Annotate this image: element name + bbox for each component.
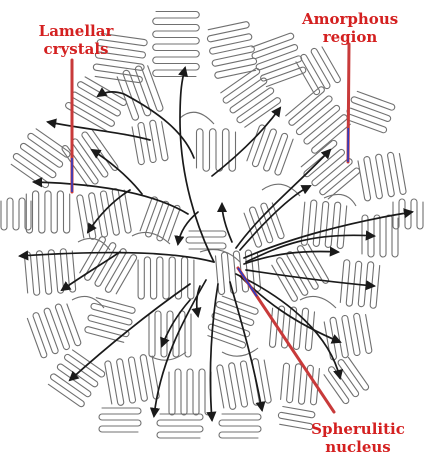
radial-growth-branches <box>20 68 412 420</box>
lamella-fold <box>105 355 159 406</box>
lamella-fold <box>197 129 236 172</box>
growth-branch-arrow <box>222 204 232 242</box>
lamellar-label-line2: crystals <box>34 40 118 58</box>
lamella-fold <box>247 125 293 175</box>
lamella-fold <box>11 129 70 188</box>
lamella-fold <box>77 189 131 240</box>
growth-branch-arrow <box>62 252 120 290</box>
lamella-fold <box>301 200 346 248</box>
lamella-fold <box>153 12 200 77</box>
growth-branch-arrow <box>240 276 340 342</box>
lamella-fold <box>169 369 211 415</box>
growth-branch-arrow <box>48 122 150 140</box>
lamella-fold <box>140 197 180 241</box>
lamella-fold <box>85 298 135 343</box>
lamella-fold <box>286 87 351 153</box>
amorphous-chain <box>300 296 336 308</box>
lamellar-crystals-label: Lamellar crystals <box>34 22 118 58</box>
lamellar-chain-folds <box>1 12 423 439</box>
lamella-fold <box>269 306 314 350</box>
lamella-fold <box>66 77 127 131</box>
amorphous-region-label: Amorphous region <box>302 10 398 46</box>
lamella-fold <box>138 257 194 299</box>
lamella-fold <box>99 408 141 432</box>
lamella-fold <box>48 350 104 407</box>
lamella-fold <box>132 120 168 164</box>
amorphous-label-line1: Amorphous <box>302 10 398 28</box>
lamella-fold <box>80 237 137 294</box>
lamella-fold <box>347 91 395 132</box>
amorphous-pointer <box>348 44 349 162</box>
lamella-fold <box>219 414 261 438</box>
lamella-fold <box>358 152 406 200</box>
spherulitic-nucleus-label: Spherulitic nucleus <box>306 420 410 456</box>
nucleus-label-line2: nucleus <box>306 438 410 456</box>
growth-branch-arrow <box>210 284 218 420</box>
lamella-fold <box>157 414 203 438</box>
nucleus-label-line1: Spherulitic <box>306 420 410 438</box>
lamella-fold <box>324 358 369 404</box>
lamella-fold <box>216 250 261 294</box>
amorphous-chain <box>180 112 214 124</box>
growth-branch-arrow <box>154 280 206 416</box>
lamella-fold <box>252 33 306 86</box>
lamella-fold <box>26 191 69 233</box>
amorphous-chain <box>222 348 258 356</box>
lamella-fold <box>62 130 118 187</box>
lamella-fold <box>296 47 340 95</box>
lamellar-label-line1: Lamellar <box>34 22 118 40</box>
lamella-fold <box>207 22 256 79</box>
lamella-fold <box>324 313 372 359</box>
amorphous-label-line2: region <box>302 28 398 46</box>
lamella-fold <box>217 359 271 410</box>
